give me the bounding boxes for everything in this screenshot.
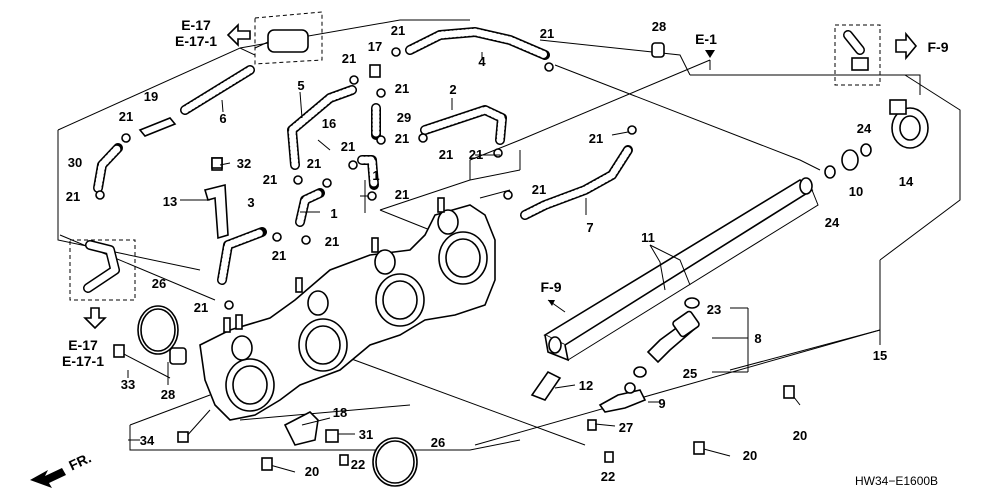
part-label-13: 13 <box>163 194 177 209</box>
fuel-rail <box>543 177 819 362</box>
part-label-21-10: 21 <box>119 109 133 124</box>
part-label-26b: 26 <box>431 435 445 450</box>
part-label-30: 30 <box>68 155 82 170</box>
arrow-e17-top <box>226 23 251 47</box>
part-label-15: 15 <box>873 348 887 363</box>
part-label-2: 2 <box>449 82 456 97</box>
part-label-26a: 26 <box>152 276 166 291</box>
part-label-20c: 20 <box>793 428 807 443</box>
part-label-21-15: 21 <box>395 187 409 202</box>
part-label-1b: 1 <box>330 206 337 221</box>
ref-e171-left: E-17-1 <box>62 353 104 369</box>
part-label-21-18: 21 <box>194 300 208 315</box>
part-label-28b: 28 <box>161 387 175 402</box>
part-label-24a: 24 <box>857 121 872 136</box>
part-label-5: 5 <box>297 78 304 93</box>
part-label-8: 8 <box>754 331 761 346</box>
part-label-21-3: 21 <box>342 51 356 66</box>
part-label-6: 6 <box>219 111 226 126</box>
o-ring-26-left-inner <box>140 308 176 352</box>
part-label-22b: 22 <box>601 469 615 484</box>
ref-f9-right: F-9 <box>928 39 949 55</box>
part-label-14: 14 <box>899 174 914 189</box>
arrow-f9-right <box>895 31 918 61</box>
part-label-9: 9 <box>658 396 665 411</box>
pressure-regulator <box>824 99 929 179</box>
part-label-21-6: 21 <box>439 147 453 162</box>
part-label-1a: 1 <box>372 168 379 183</box>
part-label-33: 33 <box>121 377 135 392</box>
part-label-7: 7 <box>586 220 593 235</box>
part-label-12: 12 <box>579 378 593 393</box>
fuel-injector <box>633 297 700 378</box>
part-label-25: 25 <box>683 366 697 381</box>
part-label-23: 23 <box>707 302 721 317</box>
hoses <box>93 27 633 285</box>
part-label-19: 19 <box>144 89 158 104</box>
bracket-13 <box>203 183 229 240</box>
arrow-fr <box>30 468 66 488</box>
part-label-21-12: 21 <box>263 172 277 187</box>
part-label-21-2: 21 <box>540 26 554 41</box>
arrow-e17-left <box>83 307 107 330</box>
inset-box-top <box>254 11 323 65</box>
part-label-10: 10 <box>849 184 863 199</box>
part-label-20a: 20 <box>305 464 319 479</box>
inset-box-left <box>69 239 136 301</box>
part-label-11: 11 <box>641 230 655 245</box>
ref-e171-top: E-17-1 <box>175 33 217 49</box>
ref-e1: E-1 <box>695 31 717 47</box>
part-label-20b: 20 <box>743 448 757 463</box>
ref-fr: FR. <box>66 449 93 473</box>
part-label-21-9: 21 <box>532 182 546 197</box>
part-label-16: 16 <box>322 116 336 131</box>
clamps <box>95 42 665 466</box>
part-label-21-16: 21 <box>325 234 339 249</box>
leader-lines <box>127 52 881 441</box>
part-label-32: 32 <box>237 156 251 171</box>
ref-f9-mid: F-9 <box>541 279 562 295</box>
part-label-21-13: 21 <box>307 156 321 171</box>
part-label-21-11: 21 <box>66 189 80 204</box>
part-label-22a: 22 <box>351 457 365 472</box>
part-number-labels: 1 1 2 3 4 5 6 7 8 9 10 11 12 13 14 15 16… <box>66 19 914 484</box>
part-label-21-1: 21 <box>391 23 405 38</box>
part-label-21-17: 21 <box>272 248 286 263</box>
arrow-e1 <box>705 50 715 58</box>
part-label-4: 4 <box>478 54 486 69</box>
part-label-18: 18 <box>333 405 347 420</box>
part-label-17: 17 <box>368 39 382 54</box>
part-12-cap <box>530 370 562 401</box>
part-label-27: 27 <box>619 420 633 435</box>
diagram-code: HW34−E1600B <box>855 474 938 488</box>
part-label-21-5: 21 <box>395 131 409 146</box>
gasket-18 <box>283 411 319 446</box>
part-label-29: 29 <box>397 110 411 125</box>
part-label-21-14: 21 <box>341 139 355 154</box>
part-label-21-4: 21 <box>395 81 409 96</box>
part-label-21-7: 21 <box>469 147 483 162</box>
part-label-28a: 28 <box>652 19 666 34</box>
intake-manifold <box>199 197 496 421</box>
ref-e17-left: E-17 <box>68 337 98 353</box>
ref-e17-top: E-17 <box>181 17 211 33</box>
part-label-31: 31 <box>359 427 373 442</box>
part-label-21-8: 21 <box>589 131 603 146</box>
part-label-3: 3 <box>247 195 254 210</box>
bracket-9 <box>598 389 647 413</box>
part-label-34: 34 <box>140 433 155 448</box>
part-label-24b: 24 <box>825 215 840 230</box>
o-ring-26-bottom-inner <box>375 440 415 484</box>
inset-box-right <box>834 24 881 86</box>
outline-frames <box>57 19 961 451</box>
bolts <box>113 157 801 473</box>
arrow-f9-mid <box>547 299 566 313</box>
